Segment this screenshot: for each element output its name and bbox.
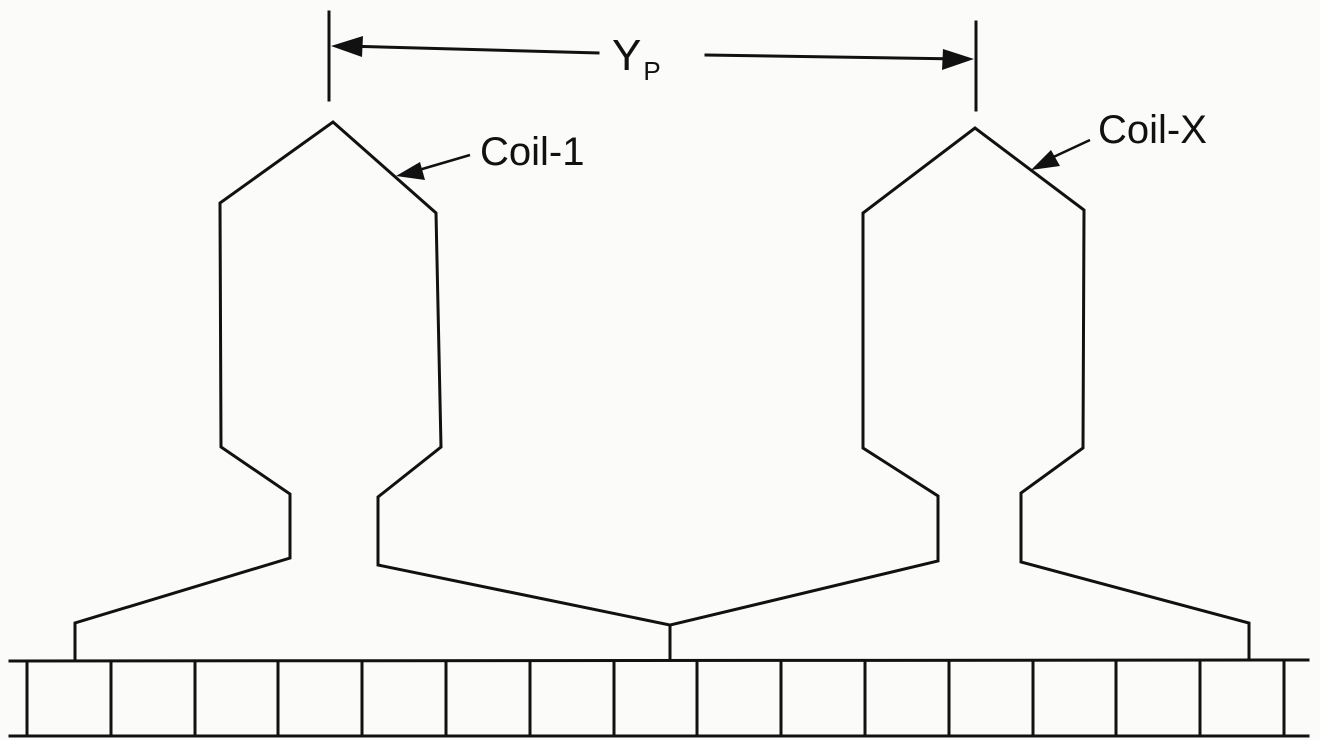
pitch-label-subscript: P xyxy=(643,56,660,86)
coil-x-leader-arrowhead xyxy=(1031,150,1060,170)
commutator-dividers xyxy=(25,659,1286,738)
commutator-top-edge xyxy=(8,658,1310,663)
coil-1-callout: Coil-1 xyxy=(396,130,584,180)
coil-1-outline xyxy=(73,120,672,662)
pitch-arrowhead-left xyxy=(331,36,363,57)
coil-x-label: Coil-X xyxy=(1098,108,1207,152)
coil-x-outline xyxy=(668,126,1251,662)
pitch-arrowhead-right xyxy=(942,49,974,70)
pitch-label-main: Y xyxy=(612,31,641,80)
pitch-arrow-right-line xyxy=(704,53,962,61)
coil-x-callout: Coil-X xyxy=(1031,108,1207,170)
coil-1-leader-arrowhead xyxy=(396,162,425,180)
pitch-label: YP xyxy=(612,31,661,86)
commutator-bar xyxy=(8,658,1310,738)
pitch-dimension: YP xyxy=(327,10,978,112)
pitch-arrow-left-line xyxy=(343,44,600,55)
coil-1-label: Coil-1 xyxy=(480,130,584,174)
